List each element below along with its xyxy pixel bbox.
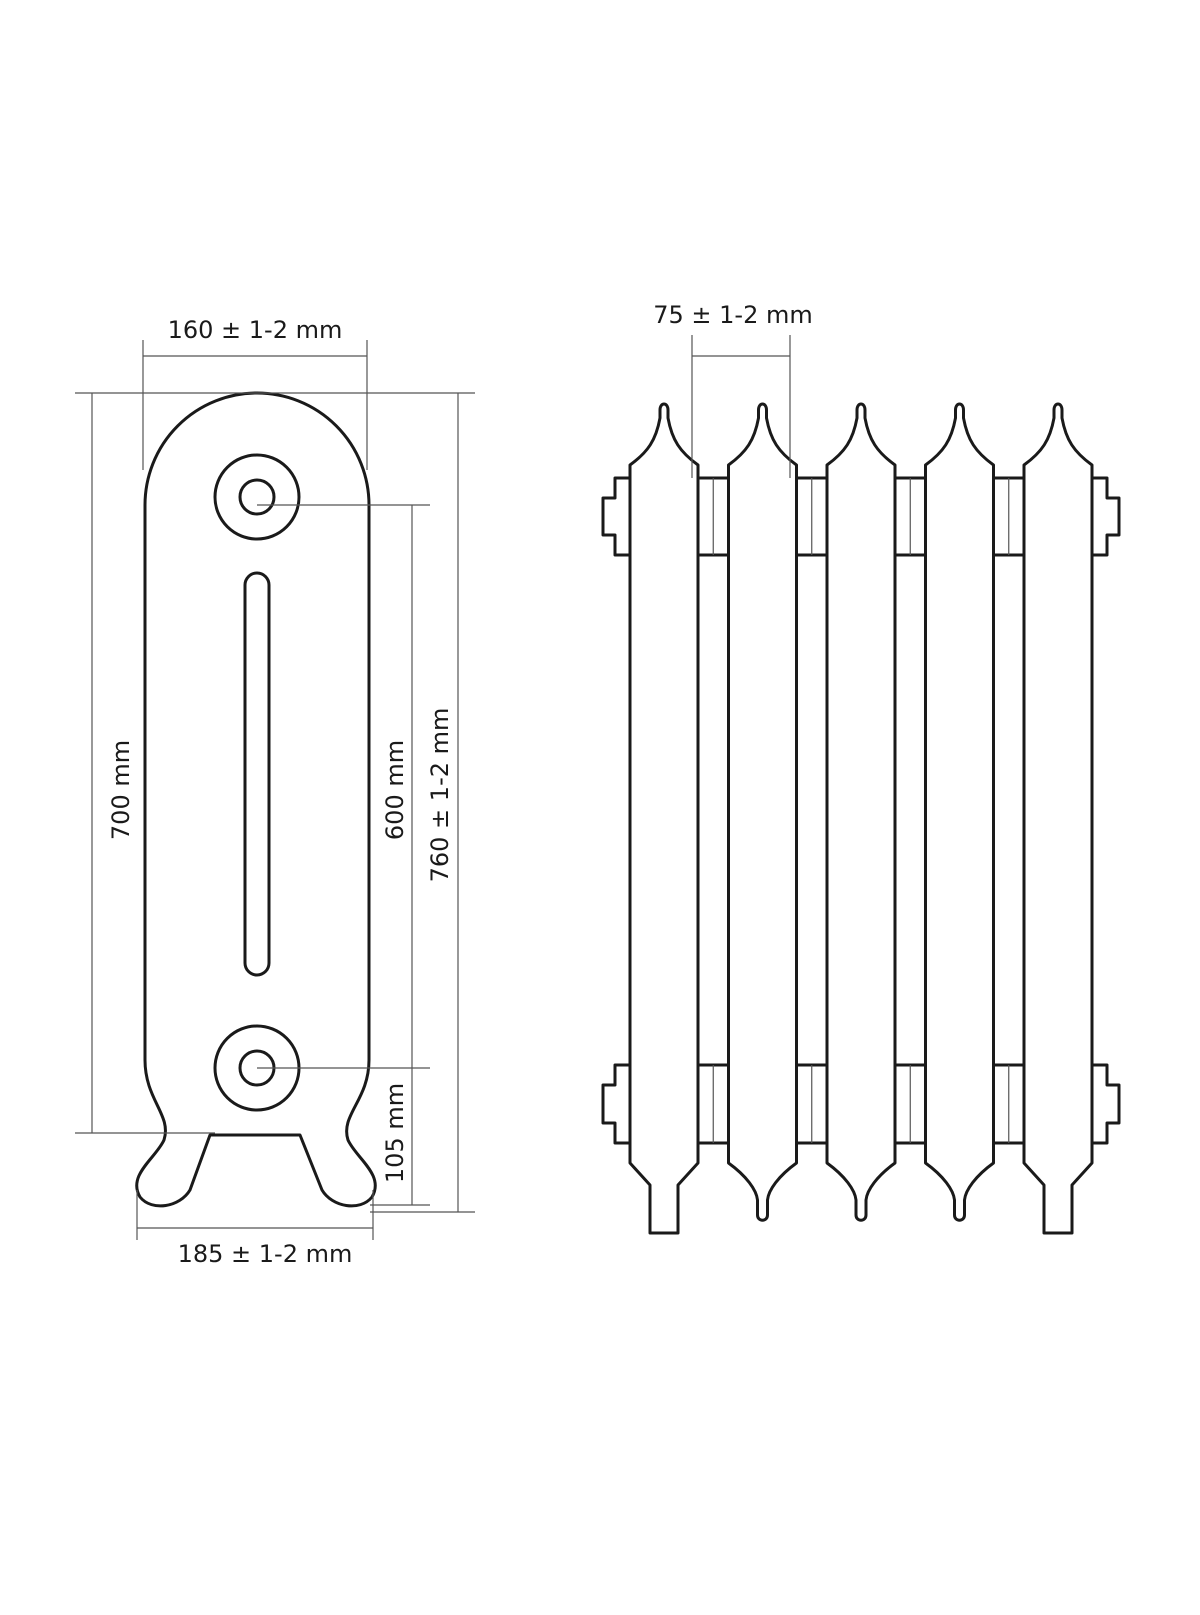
- end-plug: [601, 1063, 630, 1145]
- side-dimension-lines: [75, 340, 475, 1240]
- pitch-dimension: 75 ± 1-2 mm: [653, 301, 813, 478]
- end-plug: [1092, 476, 1121, 557]
- front-view: [601, 402, 1121, 1235]
- axis-600-label: 600 mm: [381, 740, 409, 840]
- end-plug: [1092, 1063, 1121, 1145]
- upper-port-inner: [238, 478, 276, 516]
- pitch-75-label: 75 ± 1-2 mm: [653, 301, 813, 329]
- end-plug: [601, 476, 630, 557]
- height-760-label: 760 ± 1-2 mm: [426, 708, 454, 883]
- radiator-section: [1022, 402, 1094, 1235]
- radiator-section: [924, 402, 995, 1222]
- radiator-section: [825, 402, 897, 1222]
- radiator-section: [727, 402, 798, 1222]
- height-700-label: 700 mm: [107, 740, 135, 840]
- radiator-section: [628, 402, 700, 1235]
- foot-105-label: 105 mm: [381, 1083, 409, 1183]
- base-185-label: 185 ± 1-2 mm: [178, 1240, 353, 1268]
- side-body-outline: [135, 391, 377, 1208]
- width-160-label: 160 ± 1-2 mm: [168, 316, 343, 344]
- upper-port-outer: [213, 453, 301, 541]
- side-view: 160 ± 1-2 mm 700 mm 600 mm 760 ± 1-2 mm …: [75, 316, 475, 1268]
- center-slot: [243, 571, 271, 977]
